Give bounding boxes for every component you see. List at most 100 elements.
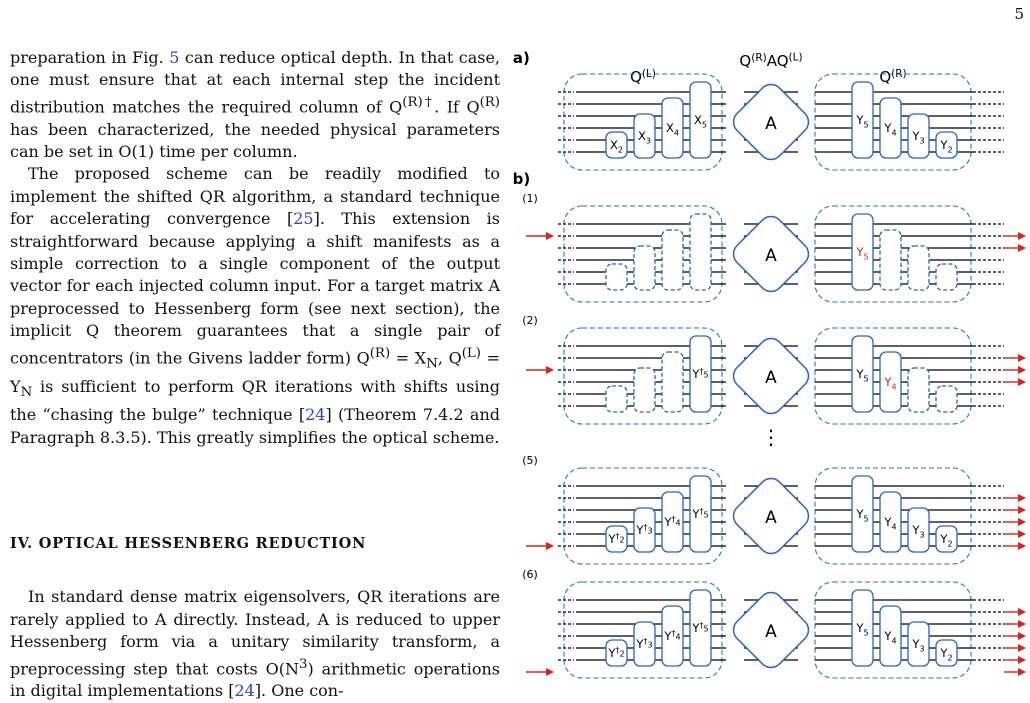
output-arrow-head [1018, 232, 1026, 240]
matrix-a-box [732, 83, 810, 161]
right-gate [851, 213, 874, 291]
left-gate [689, 589, 712, 667]
left-gate-label: X2 [610, 138, 623, 154]
right-gate-label: Y2 [939, 646, 952, 662]
right-gate [879, 491, 902, 553]
right-gate [879, 229, 902, 291]
left-gate-label: Y†2 [607, 532, 624, 546]
paragraph-3: In standard dense matrix eigensolvers, Q… [10, 587, 501, 701]
right-gate-label: Y3 [911, 637, 924, 653]
page-number: 5 [1014, 5, 1024, 23]
left-gate [633, 621, 656, 667]
left-block-outline [563, 205, 723, 303]
left-block-outline [563, 581, 723, 679]
left-gate [633, 367, 656, 413]
right-gate-label: Y4 [883, 121, 896, 137]
right-gate [907, 113, 930, 159]
left-gate-label: Y†4 [663, 515, 680, 529]
left-gate [689, 213, 712, 291]
output-arrow-head [1018, 366, 1026, 374]
left-gate [633, 507, 656, 553]
right-block-outline [814, 467, 972, 565]
section-heading: IV. OPTICAL HESSENBERG REDUCTION [10, 534, 367, 552]
left-gate-label: Y†5 [691, 507, 708, 521]
citation-link[interactable]: 25 [293, 209, 314, 229]
left-gate [605, 525, 628, 553]
left-gate [661, 229, 684, 291]
output-arrow-head [1018, 244, 1026, 252]
right-gate-label: Y5 [855, 621, 868, 637]
right-gate-label: Y5 [855, 367, 868, 383]
figure-ref-link[interactable]: 5 [169, 48, 180, 67]
matrix-a-label: A [765, 508, 777, 528]
output-arrow-head [1018, 378, 1026, 386]
left-gate [605, 639, 628, 667]
left-gate [661, 97, 684, 159]
right-gate [851, 81, 874, 159]
right-gate [907, 367, 930, 413]
matrix-a-label: A [765, 114, 777, 134]
left-gate [689, 81, 712, 159]
output-arrow-head [1018, 644, 1026, 652]
right-gate-label: Y4 [883, 629, 896, 645]
left-gate-label: X3 [638, 129, 651, 145]
left-gate-label: Y†4 [663, 629, 680, 643]
matrix-a-label: A [765, 622, 777, 642]
left-gate-label: X5 [694, 113, 707, 129]
right-gate [935, 131, 958, 159]
right-gate [879, 351, 902, 413]
citation-link[interactable]: 24 [234, 681, 255, 701]
left-gate [605, 263, 628, 291]
panel-a-title: Q(R)AQ(L) [739, 52, 802, 71]
left-gate [633, 113, 656, 159]
right-gate-label: Y3 [911, 523, 924, 539]
right-gate [879, 605, 902, 667]
output-arrow-head [1018, 354, 1026, 362]
right-gate-label: Y2 [939, 532, 952, 548]
output-arrow-head [1018, 542, 1026, 550]
left-gate-label: Y†5 [691, 621, 708, 635]
right-gate [851, 335, 874, 413]
right-gate [907, 621, 930, 667]
paragraph-2: The proposed scheme can be readily modif… [10, 164, 501, 447]
output-arrow-head [1018, 656, 1026, 664]
left-gate [661, 351, 684, 413]
matrix-a-box [732, 337, 810, 415]
right-gate-label: Y5 [855, 113, 868, 129]
paragraph-1: preparation in Fig. 5 can reduce optical… [10, 48, 500, 161]
right-gate [935, 263, 958, 291]
right-block-label: Q(R) [879, 68, 906, 86]
citation-link[interactable]: 24 [305, 405, 326, 425]
right-gate [851, 589, 874, 667]
left-gate-label: Y†5 [691, 367, 708, 381]
left-block-outline [563, 327, 723, 425]
right-gate [935, 639, 958, 667]
output-arrow-head [1018, 620, 1026, 628]
left-gate [605, 131, 628, 159]
right-gate [907, 245, 930, 291]
right-gate [879, 97, 902, 159]
step-label: (2) [522, 314, 538, 327]
right-block-outline [814, 327, 972, 425]
left-gate [661, 491, 684, 553]
left-gate [689, 475, 712, 553]
output-arrow-head [1018, 506, 1026, 514]
circuit-figure: (a)Q(R)AQ(L)Q(L)Q(R)AX2X3X4X5Y5Y4Y3Y2(b)… [512, 46, 1028, 686]
right-gate [907, 507, 930, 553]
right-block-outline [814, 73, 972, 171]
left-gate [661, 605, 684, 667]
left-block-outline [563, 73, 723, 171]
output-arrow-head [1018, 494, 1026, 502]
input-arrow-head [546, 668, 554, 676]
step-label: (6) [522, 568, 538, 581]
right-gate [935, 525, 958, 553]
matrix-a-label: A [765, 368, 777, 388]
text-column: preparation in Fig. 5 can reduce optical… [10, 47, 500, 703]
panel-a-label: (a) [512, 49, 530, 67]
ellipsis: ⋮ [761, 425, 781, 449]
right-gate-label: Y4 [883, 515, 896, 531]
